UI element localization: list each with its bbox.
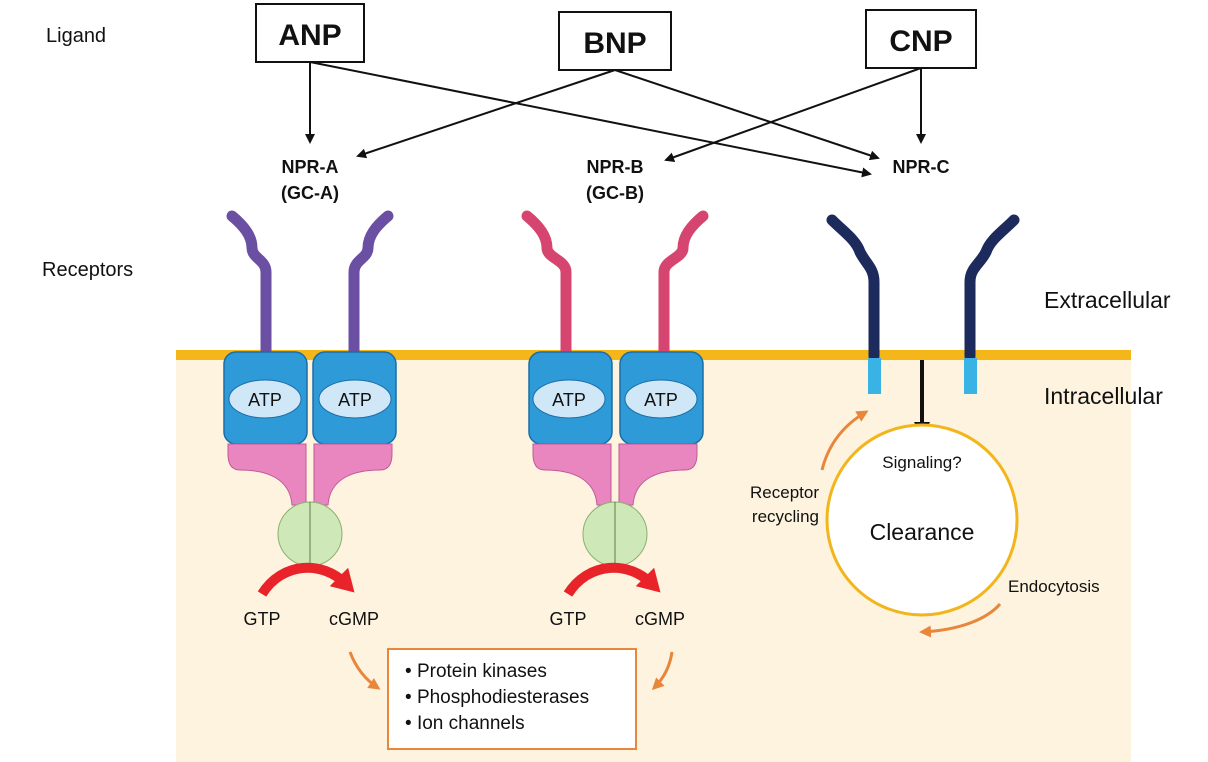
receptor-nprb-name: NPR-B <box>587 157 644 177</box>
target-item: Ion channels <box>405 711 635 737</box>
npra-atp-right-oval <box>318 379 392 419</box>
npra-arm-right <box>348 210 394 361</box>
nprb-linker-right <box>618 443 698 506</box>
nprb-to-targets-arrow <box>651 651 674 691</box>
npra-linker-left <box>227 443 307 506</box>
nprc-tail-right <box>964 358 977 394</box>
clearance-ring <box>825 423 1019 617</box>
target-item: Protein kinases <box>405 659 635 685</box>
ligand-anp: ANP <box>278 19 341 52</box>
npra-arm-left <box>226 210 272 361</box>
ligand-cnp: CNP <box>889 25 952 58</box>
recycling-arrow <box>820 410 869 471</box>
extracellular-label: Extracellular <box>1044 287 1171 313</box>
npra-gtp: GTP <box>243 609 280 629</box>
arrow-anp-nprc <box>309 61 872 178</box>
receptor-nprc-name: NPR-C <box>893 157 950 177</box>
nprc-arm-left <box>826 214 880 362</box>
ligand-label: Ligand <box>46 25 106 47</box>
ligand-bnp: BNP <box>583 27 646 60</box>
nprc-signaling: Signaling? <box>882 453 961 472</box>
npra-atp-left-oval <box>228 379 302 419</box>
npra-atp-right: ATP <box>338 390 372 410</box>
npra-cgmp: cGMP <box>329 609 379 629</box>
npra-conversion-arrow <box>257 562 355 597</box>
nprb-arm-right <box>658 210 709 361</box>
receptor-nprb: ATP ATP GTP cGMP <box>521 210 709 691</box>
nprb-conversion-arrow <box>563 562 661 597</box>
arrow-bnp-nprc <box>614 69 880 161</box>
receptor-nprb-alt: (GC-B) <box>586 183 644 203</box>
nprb-atp-right: ATP <box>644 390 678 410</box>
nprb-cgmp: cGMP <box>635 609 685 629</box>
ligand-box-anp <box>255 3 365 63</box>
nprb-gtp: GTP <box>549 609 586 629</box>
ligand-box-cnp <box>865 9 977 69</box>
endocytosis-label: Endocytosis <box>1008 577 1100 596</box>
nprc-clearance: Clearance <box>870 519 975 545</box>
nprb-linker-left <box>532 443 612 506</box>
receptor-npra-alt: (GC-A) <box>281 183 339 203</box>
target-item: Phosphodiesterases <box>405 685 635 711</box>
recycling-label-line1: Receptor <box>750 483 819 502</box>
downstream-targets-box: Protein kinases Phosphodiesterases Ion c… <box>387 648 637 750</box>
nprb-atp-left-oval <box>532 379 606 419</box>
recycling-label-line2: recycling <box>752 507 819 526</box>
npra-linker-right <box>313 443 393 506</box>
nprc-arm-right <box>964 214 1020 362</box>
nprc-tail-left <box>868 358 881 394</box>
receptor-nprc: Signaling? Clearance Receptor recycling … <box>750 214 1100 638</box>
npra-to-targets-arrow <box>348 651 381 690</box>
endocytosis-arrow <box>919 602 1002 638</box>
npra-atp-left: ATP <box>248 390 282 410</box>
arrow-cnp-nprb <box>664 67 922 162</box>
nprb-arm-left <box>521 210 572 361</box>
nprb-atp-right-oval <box>624 379 698 419</box>
arrow-bnp-npra <box>356 69 616 159</box>
receptor-npra: ATP ATP GTP cGMP <box>223 210 397 690</box>
binding-arrows <box>305 61 926 178</box>
receptor-npra-name: NPR-A <box>282 157 339 177</box>
receptors-label: Receptors <box>42 259 133 281</box>
intracellular-label: Intracellular <box>1044 383 1163 409</box>
nprb-atp-left: ATP <box>552 390 586 410</box>
